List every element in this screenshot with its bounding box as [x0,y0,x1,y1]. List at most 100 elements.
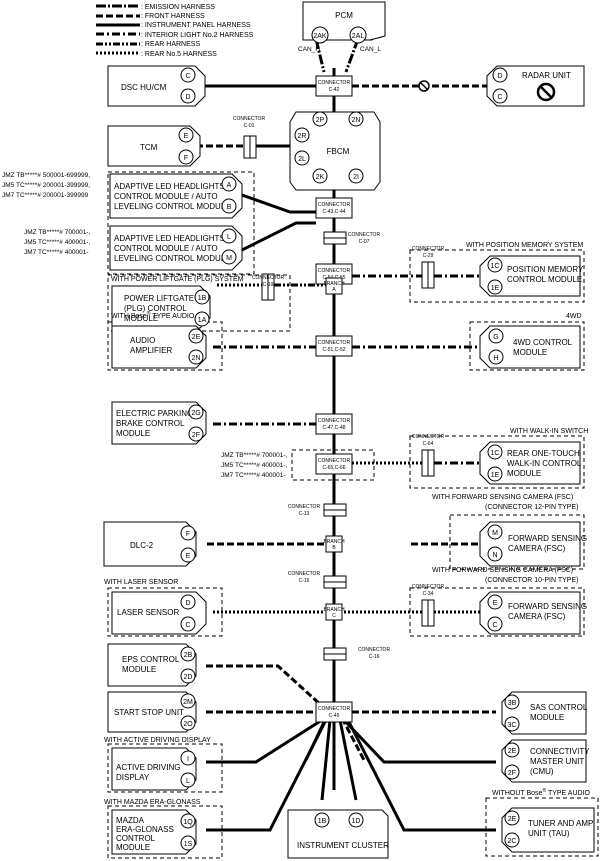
laser-group-box [107,587,223,637]
era-module: WITH MAZDA ERA-GLONASS MAZDA ERA-GLONASS… [104,799,201,855]
audio-line1: AUDIO [130,336,155,345]
legend-interior: : INTERIOR LIGHT No.2 HARNESS [141,32,254,39]
plg-line1: POWER LIFTGATE [124,294,194,303]
cluster-module: INSTRUMENT CLUSTER 1B 1D [287,809,389,859]
c47-label-2: C-47,C-48 [322,425,345,431]
branch-a-label-2: A [332,287,336,293]
c45-label-2: C-45 [329,713,340,719]
add-group-box [107,743,223,793]
c34-label-1: CONNECTOR [412,584,445,590]
add-header: WITH ACTIVE DRIVING DISPLAY [104,737,211,744]
c07-label-2: C-07 [359,239,370,245]
walkin-pin-1c: 1C [491,450,500,457]
connector-c51 [315,335,353,357]
dlc-pin-f: F [186,531,190,538]
prohibition-icon [536,82,556,102]
audio-module: WITH Bose® TYPE AUDIO AUDIO AMPLIFIER 2E… [111,310,207,369]
dsc-module: DSC HU/CM C D [107,65,206,107]
tcm-pin-f: F [184,155,188,162]
can-h-label: CAN_H [298,46,320,53]
c65-note-3: JM7 TC*****# 400001- [221,472,286,479]
fbcm-label: FBCM [327,147,350,156]
epb-line3: MODULE [116,429,150,438]
fsc12-pin-n: N [492,552,497,559]
era-header: WITH MAZDA ERA-GLONASS [104,799,201,806]
dlc-label: DLC-2 [130,541,154,550]
tcm-module: TCM E F [107,125,201,167]
c34-label-2: C-34 [423,591,434,597]
posmem-line2: CONTROL MODULE [507,275,582,284]
plg-line3: MODULE [124,314,158,323]
led-group-box [107,171,255,275]
cmu-line1: CONNECTIVITY [530,747,590,756]
add-line1: ACTIVE DRIVING [116,763,180,772]
tau-line2: UNIT (TAU) [528,829,570,838]
posmem-header: WITH POSITION MEMORY SYSTEM [466,242,583,249]
c64-label-1: CONNECTOR [412,434,445,440]
fbcm-module: FBCM 2P 2N 2R 2L 2K 2I [289,111,381,191]
tau-group-box [485,797,599,857]
branch-b-label-2: B [332,545,336,551]
fbcm-pin-2l: 2L [298,156,306,163]
nobose-header: WITHOUT Bose® TYPE AUDIO [492,787,591,797]
led1-line3: LEVELING CONTROL MODULE [114,202,231,211]
connector-c42 [315,75,353,97]
led1-line1: ADAPTIVE LED HEADLIGHTS [114,182,225,191]
led2-pin-l: L [227,234,231,241]
fsc12-group-box [449,514,585,570]
c65-label-2: C-65,C-66 [322,465,345,471]
sas-module: SAS CONTROL MODULE 3B 3C [501,691,588,735]
c19-label-1: CONNECTOR [252,275,285,281]
fsc12-line2: CAMERA (FSC) [508,544,566,553]
add-line2: DISPLAY [116,773,150,782]
branch-a [325,277,343,295]
dsc-pin-d: D [185,94,190,101]
plg-pin-1a: 1A [198,317,207,324]
tau-line1: TUNER AND AMP [528,819,593,828]
era-line3: CONTROL [116,834,156,843]
laser-pin-c: C [185,622,190,629]
epb-line1: ELECTRIC PARKING [116,409,193,418]
posmem-line1: POSITION MEMORY [507,265,584,274]
c45-label-1: CONNECTOR [318,706,351,712]
tcm-pin-e: E [184,133,189,140]
radar-pin-d: D [497,73,502,80]
led1-note-2: JM5 TC*****# 200001-399999, [2,182,90,189]
pcm-label: PCM [335,11,353,20]
tau-pin-2c: 2C [508,838,517,845]
cmu-module: CONNECTIVITY MASTER UNIT (CMU) 2E 2F [501,739,590,783]
connector-c43 [315,197,353,219]
audio-pin-2e: 2E [192,334,201,341]
c13-label-1: CONNECTOR [288,504,321,510]
epb-pin-2g: 2G [191,410,200,417]
connectors: CONNECTOR C-42 CONNECTOR C-01 CONNECTOR … [233,75,445,723]
c43-label-1: CONNECTOR [318,202,351,208]
dlc-pin-e: E [186,553,191,560]
epb-pin-2f: 2F [192,432,200,439]
c65-note-1: JMZ TB*****# 700001-, [221,452,288,459]
fbcm-pin-2n: 2N [352,117,361,124]
c16b-label-1: CONNECTOR [358,647,391,653]
start-module: START STOP UNIT 2M 2O [107,691,197,733]
fsc10-header-1: WITH FORWARD SENSING CAMERA (FSC) [432,567,573,574]
led1-pin-a: A [227,182,232,189]
c01-label-2: C-01 [244,123,255,129]
sas-pin-3c: 3C [508,722,517,729]
c29-label-1: CONNECTOR [412,246,445,252]
c43-label-2: C-43,C-44 [322,209,345,215]
add-pin-l: L [186,778,190,785]
legend: : EMISSION HARNESS : FRONT HARNESS : INS… [96,4,254,58]
tau-module: WITHOUT Bose® TYPE AUDIO TUNER AND AMP U… [492,787,595,853]
start-pin-2o: 2O [183,721,193,728]
plg-module: WITH POWER LIFTGATE (PLG) SYSTEM POWER L… [111,276,244,329]
c64-label-2: C-64 [423,441,434,447]
connector-c65 [315,453,353,475]
walkin-header: WITH WALK-IN SWITCH [510,428,588,435]
sas-pin-3b: 3B [508,700,517,707]
awd-line2: MODULE [513,348,547,357]
branch-b-label-1: BRANCH [323,539,345,545]
laser-header: WITH LASER SENSOR [104,579,178,586]
posmem-group-box [409,249,585,303]
legend-rear5: : REAR No.5 HARNESS [141,51,217,58]
